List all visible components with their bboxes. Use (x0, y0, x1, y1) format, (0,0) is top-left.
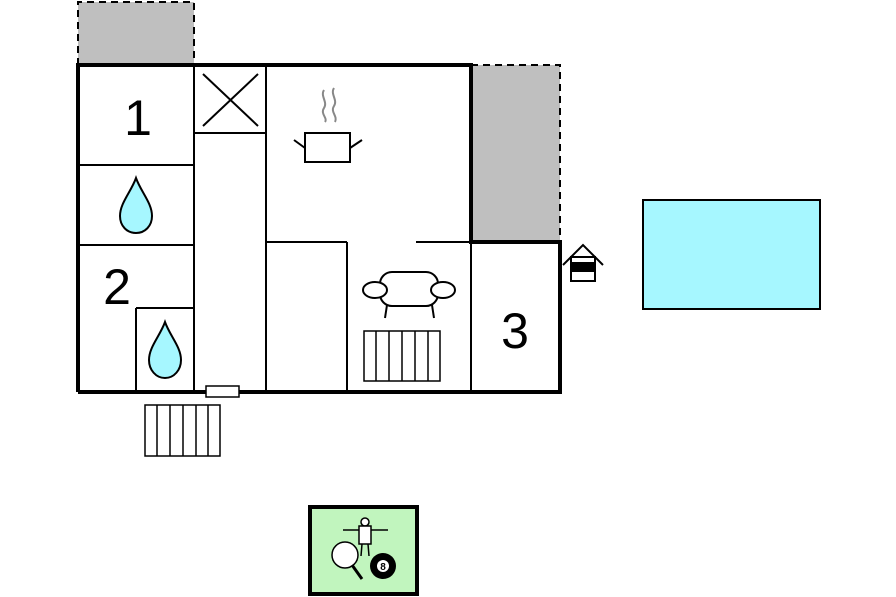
billiard-ball-number: 8 (380, 562, 386, 573)
foosball-icon (343, 517, 388, 557)
kitchen-pot-icon (293, 87, 363, 163)
stair-void-icon (202, 73, 259, 127)
radiator-icon (363, 330, 441, 382)
entrance-door (205, 385, 240, 398)
interior-walls (78, 65, 472, 392)
sofa-icon (362, 271, 456, 319)
terrace-top-left (77, 1, 195, 65)
billiard-ball-icon: 8 (370, 553, 396, 579)
room-1-label: 1 (124, 90, 152, 146)
entry-steps-icon (144, 404, 221, 457)
games-room: 8 (308, 505, 419, 596)
swimming-pool (642, 199, 821, 310)
water-drop-icon (118, 175, 154, 235)
terrace-right (471, 64, 561, 242)
room-3-label: 3 (501, 303, 529, 359)
house-icon (562, 243, 604, 282)
ping-pong-icon (331, 541, 364, 580)
water-drop-icon (147, 319, 183, 380)
room-2-label: 2 (103, 259, 131, 315)
